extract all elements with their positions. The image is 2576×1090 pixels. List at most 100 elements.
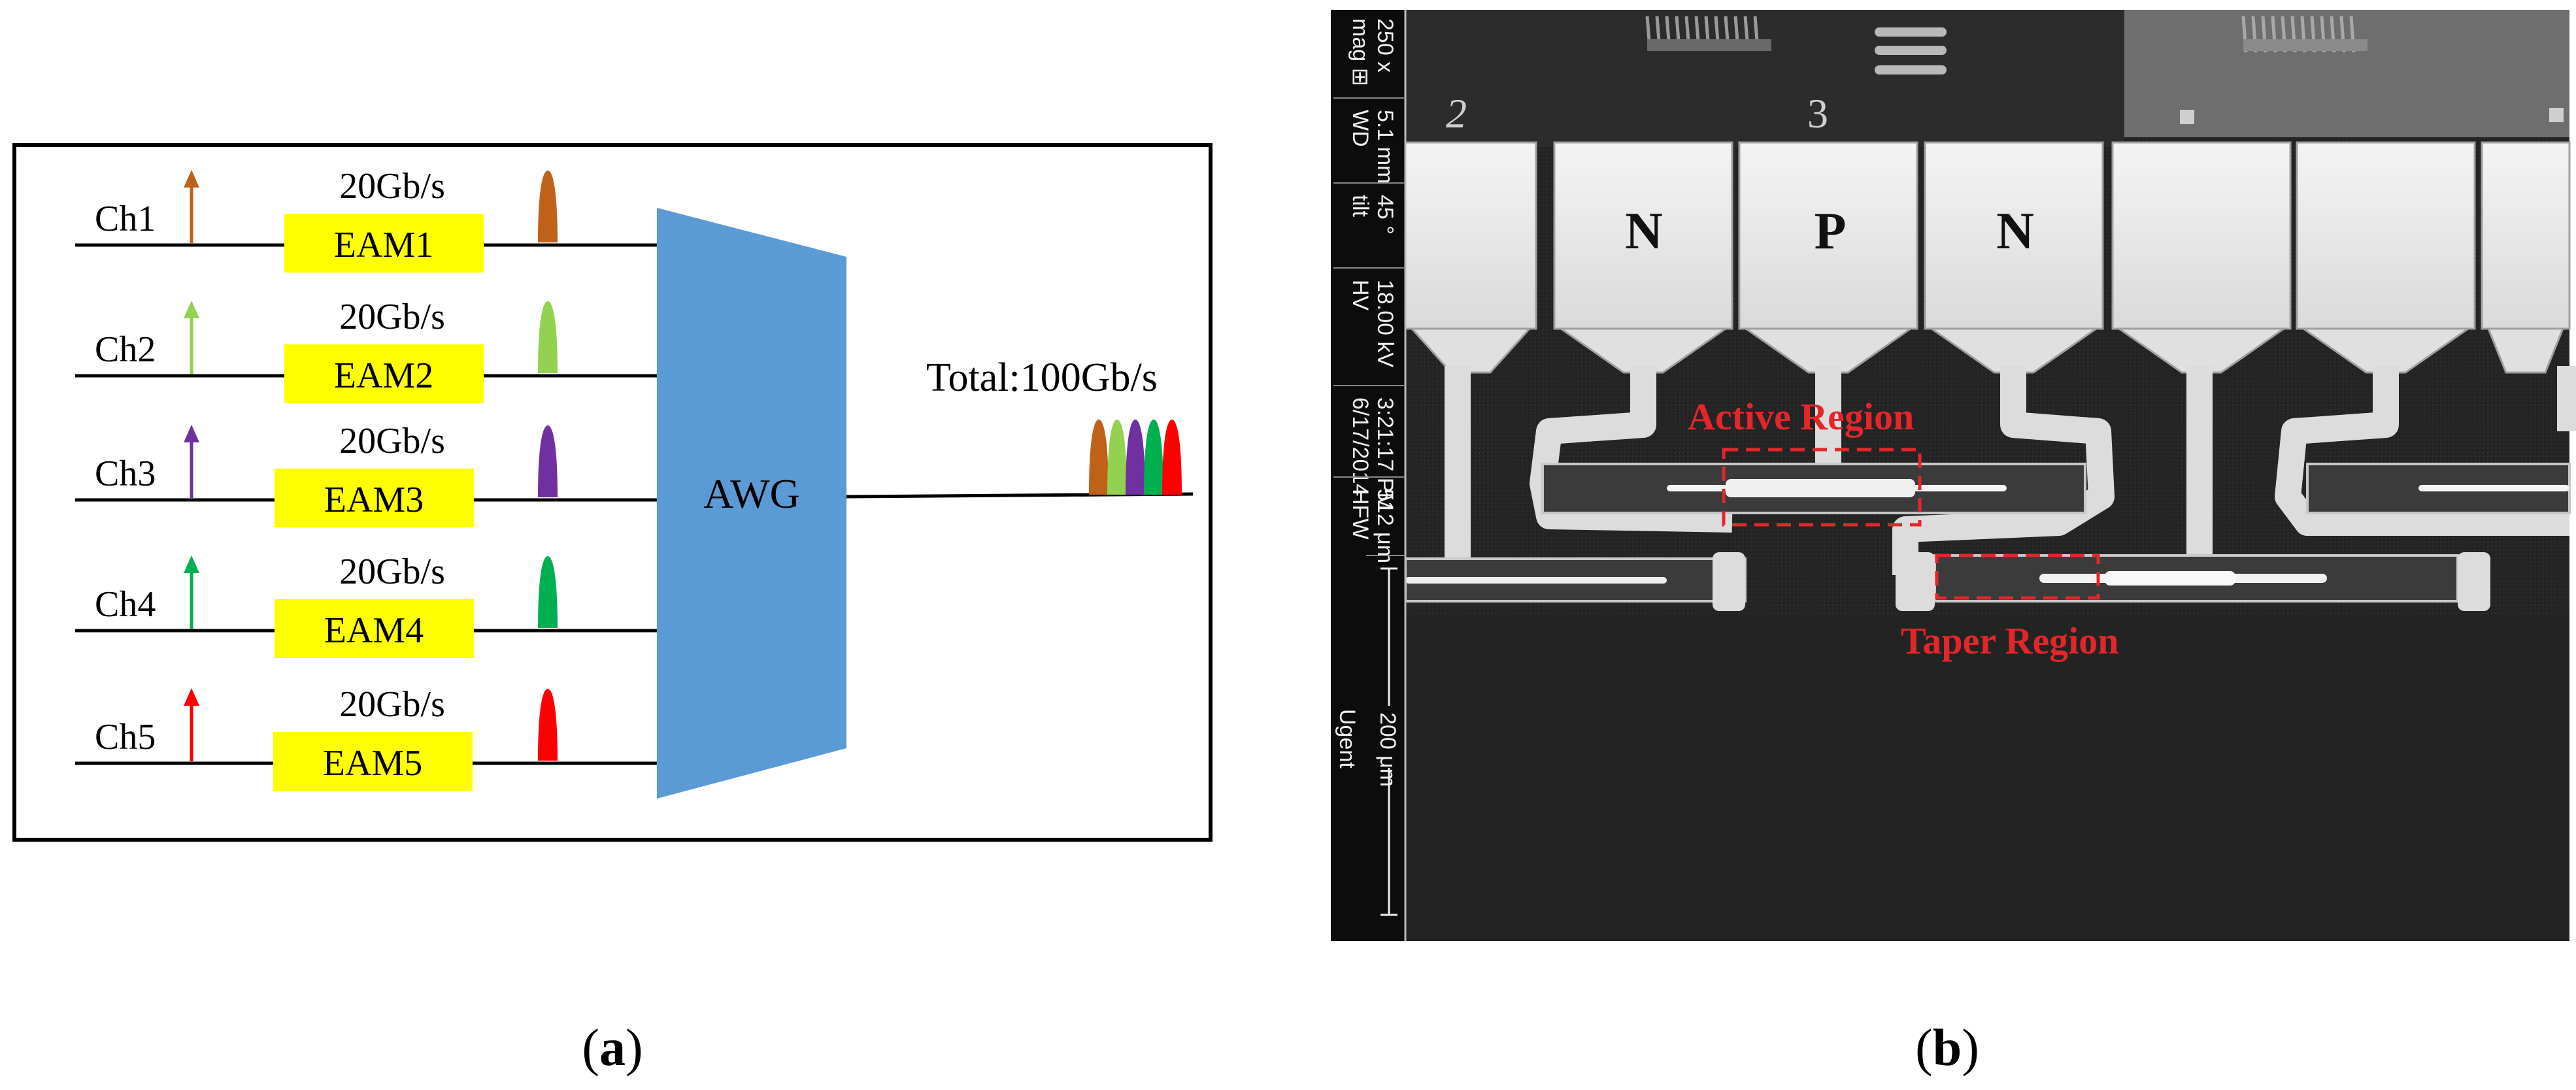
bit-rate-label: 20Gb/s (339, 166, 445, 206)
pad-neck (1558, 327, 1729, 374)
channel-rows: Ch1EAM120Gb/sCh2EAM220Gb/sCh3EAM320Gb/sC… (75, 166, 657, 791)
device-number-3: 3 (1807, 90, 1828, 137)
eam-box (275, 469, 474, 527)
eam-label: EAM2 (334, 355, 433, 396)
sem-lower-dark-area (1405, 614, 2569, 941)
pad-neck (1743, 327, 1914, 374)
electrode-pad (1404, 141, 1537, 374)
eam-box (273, 732, 473, 791)
electrode-pad (1553, 141, 1733, 374)
pad-neck (2300, 327, 2471, 374)
pad-neck (2486, 327, 2565, 374)
scale-bar-label: 200 μm (1375, 712, 1400, 787)
modulated-pulse (538, 425, 558, 497)
pad-body (2481, 141, 2571, 330)
total-rate-label: Total:100Gb/s (926, 355, 1158, 400)
combined-pulse (1126, 420, 1145, 495)
pad-body (1924, 141, 2104, 330)
sem-top-right-block (2124, 10, 2569, 137)
sem-top-features (1645, 16, 2564, 124)
pad-body (2296, 141, 2476, 330)
modulated-pulse (538, 171, 558, 242)
metal-trace (1892, 366, 2115, 575)
info-bar-value: 45 ° (1373, 195, 1397, 235)
carrier-arrow-head (184, 555, 199, 573)
contact-block (2458, 552, 2490, 611)
bit-rate-label: 20Gb/s (339, 297, 445, 337)
info-bar-field: WD (1348, 110, 1373, 147)
pad-neck (1928, 327, 2099, 374)
sem-electrode-pads (1404, 141, 2576, 611)
pad-body (2111, 141, 2292, 330)
panel-a-wdm-diagram: Ch1EAM120Gb/sCh2EAM220Gb/sCh3EAM320Gb/sC… (12, 143, 1213, 1077)
combined-pulse (1144, 420, 1163, 495)
info-bar-value: 3:21:17 PM (1373, 397, 1397, 511)
info-bar-field: tilt (1348, 195, 1373, 218)
bit-rate-label: 20Gb/s (339, 684, 445, 725)
channel-label: Ch3 (95, 454, 156, 494)
pad-label-n-right: N (1996, 203, 2034, 260)
carrier-arrow-head (184, 170, 199, 188)
pad-body (1738, 141, 1918, 330)
probe-bar (1647, 39, 1771, 51)
carrier-arrow-head (184, 425, 199, 442)
modulated-pulse (538, 556, 558, 628)
electrode-pad (2111, 141, 2292, 374)
institution-label: Ugent (1335, 709, 1360, 768)
probe-bar (2243, 39, 2367, 51)
caption-b: (b) (1915, 1019, 1979, 1077)
top-waveguide-segment (1875, 27, 1947, 37)
modulated-pulse (538, 689, 558, 761)
marker-dot (2549, 108, 2564, 122)
taper-region-box (1935, 553, 2100, 600)
active-region-label: Active Region (1688, 395, 1914, 438)
pad-neck (1409, 327, 1532, 374)
contact-block (1713, 552, 1745, 611)
info-bar-field: HV (1348, 280, 1373, 311)
marker-dot (2180, 110, 2194, 124)
caption-a: (a) (582, 1019, 643, 1077)
info-bar-value: 5.1 mm (1373, 110, 1397, 184)
combined-pulse-train (1089, 420, 1182, 495)
channel-label: Ch5 (95, 717, 156, 757)
active-region-box (1722, 448, 1922, 527)
metal-trace (2275, 366, 2569, 536)
eam-label: EAM3 (324, 480, 424, 520)
lower-waveguide (1405, 577, 1667, 584)
electrode-pad (2296, 141, 2476, 374)
combined-pulse (1089, 420, 1109, 495)
eam-label: EAM1 (334, 225, 433, 265)
pad-neck (2116, 327, 2287, 374)
carrier-arrow-head (184, 688, 199, 706)
eam-label: EAM5 (323, 743, 422, 784)
sem-info-bar (1331, 10, 1405, 941)
awg-label: AWG (703, 471, 800, 517)
electrode-pad (2481, 141, 2571, 374)
carrier-arrow-head (184, 301, 199, 318)
active-waveguide (2418, 485, 2569, 491)
channel-label: Ch2 (95, 329, 156, 370)
bit-rate-label: 20Gb/s (339, 421, 445, 461)
metal-trace (1530, 366, 1733, 533)
info-bar-value: 250 x (1373, 18, 1397, 73)
pad-body (1404, 141, 1537, 330)
panel-a-frame (12, 143, 1213, 842)
eam-label: EAM4 (324, 610, 424, 651)
info-bar-value: 18.00 kV (1373, 280, 1397, 368)
device-number-2: 2 (1446, 90, 1467, 137)
top-waveguide-segment (1875, 46, 1947, 55)
sem-top-dark-band (1405, 10, 2124, 147)
combined-pulse (1162, 420, 1182, 495)
taper-region-label: Taper Region (1901, 619, 2119, 662)
bit-rate-label: 20Gb/s (339, 552, 445, 592)
info-bar-field: HFW (1348, 489, 1373, 539)
eam-box (284, 344, 484, 403)
active-waveguide-core (1726, 479, 1915, 497)
